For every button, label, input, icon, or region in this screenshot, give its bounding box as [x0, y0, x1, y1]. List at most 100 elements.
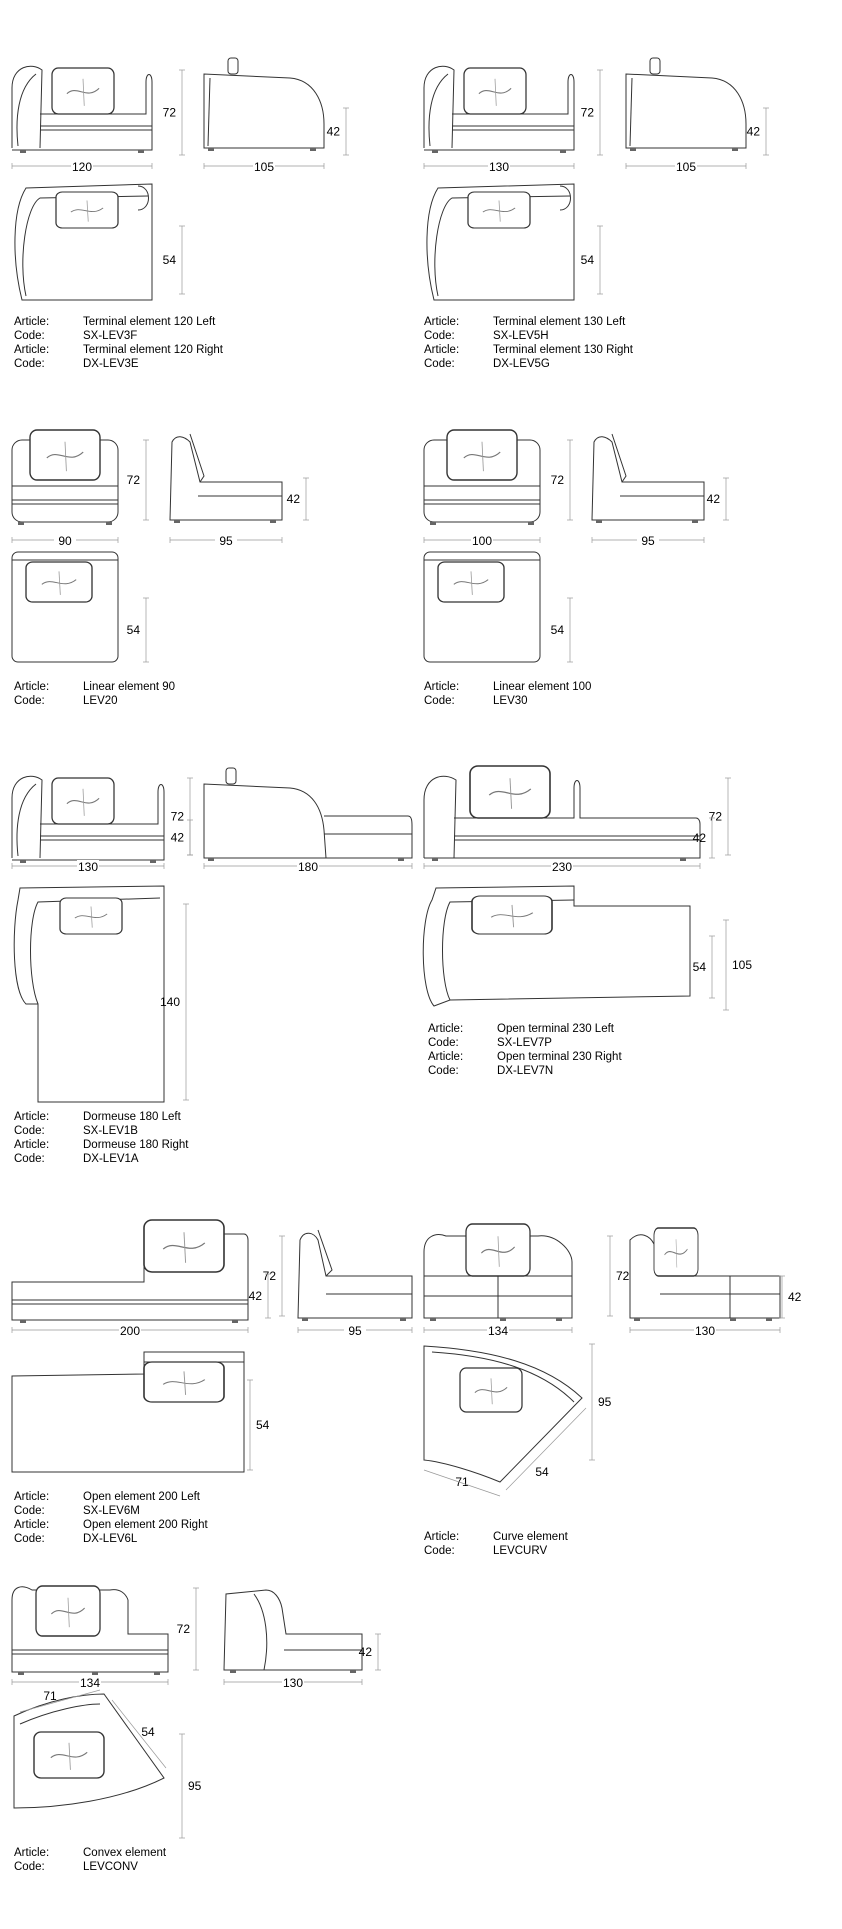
caption-label: Code: — [424, 330, 455, 342]
cushion-shape — [467, 191, 531, 229]
dimension-vertical: 42 — [779, 1275, 802, 1319]
caption-value: DX-LEV5G — [493, 358, 550, 370]
foot-mark — [208, 858, 214, 861]
cushion-shape — [446, 429, 518, 481]
foot-mark — [174, 520, 180, 523]
dimension-label: 95 — [188, 1779, 202, 1793]
dimension-label: 72 — [709, 810, 723, 824]
foot-mark — [20, 1320, 26, 1323]
product-convex — [11, 1585, 363, 1809]
dimension-vertical: 54 — [163, 225, 185, 295]
foot-mark — [556, 1318, 562, 1321]
dimension-vertical: 72 — [263, 1235, 285, 1317]
caption-value: Terminal element 120 Right — [83, 344, 224, 356]
dimension-label: 72 — [177, 1622, 191, 1636]
dimension-label: 42 — [788, 1290, 802, 1304]
dimension-horizontal: 130 — [629, 1324, 781, 1338]
dimension-vertical: 42 — [747, 107, 769, 156]
dimension-label: 105 — [676, 160, 696, 174]
foot-mark — [432, 150, 438, 153]
caption-value: LEVCONV — [83, 1861, 138, 1873]
dimension-label: 130 — [78, 860, 98, 874]
article-caption: Article:Open terminal 230 LeftCode:SX-LE… — [428, 1023, 622, 1077]
product-open-200 — [11, 1219, 413, 1473]
dimension-horizontal: 134 — [423, 1324, 573, 1338]
foot-mark — [732, 148, 738, 151]
dimension-horizontal: 95 — [591, 534, 705, 548]
caption-label: Code: — [14, 1153, 45, 1165]
dimension-horizontal: 90 — [11, 534, 119, 548]
dimension-horizontal: 105 — [203, 160, 325, 174]
caption-value: Linear element 100 — [493, 681, 591, 693]
dimension-label: 95 — [641, 534, 655, 548]
caption-value: Open element 200 Left — [83, 1491, 201, 1503]
foot-mark — [232, 1320, 238, 1323]
caption-value: Dormeuse 180 Right — [83, 1139, 189, 1151]
cushion-shape — [471, 895, 553, 935]
caption-value: Open terminal 230 Right — [497, 1051, 622, 1063]
dimension-horizontal: 180 — [203, 860, 413, 874]
caption-value: Curve element — [493, 1531, 569, 1543]
caption-value: LEV20 — [83, 695, 118, 707]
caption-value: DX-LEV1A — [83, 1153, 139, 1165]
dimension-label: 42 — [171, 831, 185, 845]
dimension-label: 130 — [489, 160, 509, 174]
caption-label: Code: — [428, 1065, 459, 1077]
foot-mark — [692, 520, 698, 523]
cushion-shape — [29, 429, 101, 481]
caption-label: Article: — [14, 1519, 49, 1531]
dimension-label: 72 — [127, 473, 141, 487]
foot-mark — [634, 1318, 640, 1321]
foot-mark — [150, 860, 156, 863]
dimension-label: 54 — [535, 1465, 549, 1479]
dimension-label: 54 — [163, 253, 177, 267]
dimension-vertical: 42 — [287, 477, 309, 521]
dimension-label: 54 — [141, 1725, 155, 1739]
foot-mark — [92, 1672, 98, 1675]
caption-label: Article: — [428, 1051, 463, 1063]
caption-value: DX-LEV6L — [83, 1533, 138, 1545]
dimension-label: 42 — [327, 125, 341, 139]
caption-label: Article: — [14, 1111, 49, 1123]
foot-mark — [230, 1670, 236, 1673]
caption-label: Code: — [14, 1861, 45, 1873]
article-caption: Article:Dormeuse 180 LeftCode:SX-LEV1BAr… — [14, 1111, 189, 1165]
dimension-label: 42 — [249, 1289, 263, 1303]
caption-label: Code: — [14, 1533, 45, 1545]
foot-mark — [270, 520, 276, 523]
cushion-shape — [143, 1361, 225, 1403]
caption-label: Article: — [14, 1139, 49, 1151]
dimension-horizontal: 134 — [11, 1676, 169, 1690]
caption-label: Article: — [424, 316, 459, 328]
dimension-label: 54 — [551, 623, 565, 637]
caption-value: SX-LEV1B — [83, 1125, 138, 1137]
foot-mark — [430, 1318, 436, 1321]
foot-mark — [18, 1672, 24, 1675]
dimension-label: 42 — [707, 492, 721, 506]
dimension-label: 134 — [488, 1324, 508, 1338]
dimension-label: 120 — [72, 160, 92, 174]
dimension-vertical: 95 — [589, 1343, 612, 1461]
caption-label: Code: — [14, 358, 45, 370]
foot-mark — [730, 1318, 736, 1321]
foot-mark — [138, 150, 144, 153]
dimension-label: 42 — [747, 125, 761, 139]
product-terminal-120 — [11, 57, 325, 301]
dimension-vertical: 42 — [327, 107, 349, 156]
dimension-label: 95 — [598, 1395, 612, 1409]
dimension-vertical: 54 — [127, 597, 149, 663]
foot-mark — [18, 522, 24, 525]
dimension-horizontal: 200 — [11, 1324, 249, 1338]
dimension-label: 130 — [695, 1324, 715, 1338]
dimension-vertical: 140 — [160, 903, 189, 1101]
dimension-label: 105 — [254, 160, 274, 174]
dimension-label: 71 — [43, 1689, 57, 1703]
dimension-vertical: 42 — [359, 1633, 381, 1671]
dimension-horizontal: 130 — [223, 1676, 363, 1690]
dimension-label: 72 — [163, 106, 177, 120]
foot-mark — [302, 1318, 308, 1321]
